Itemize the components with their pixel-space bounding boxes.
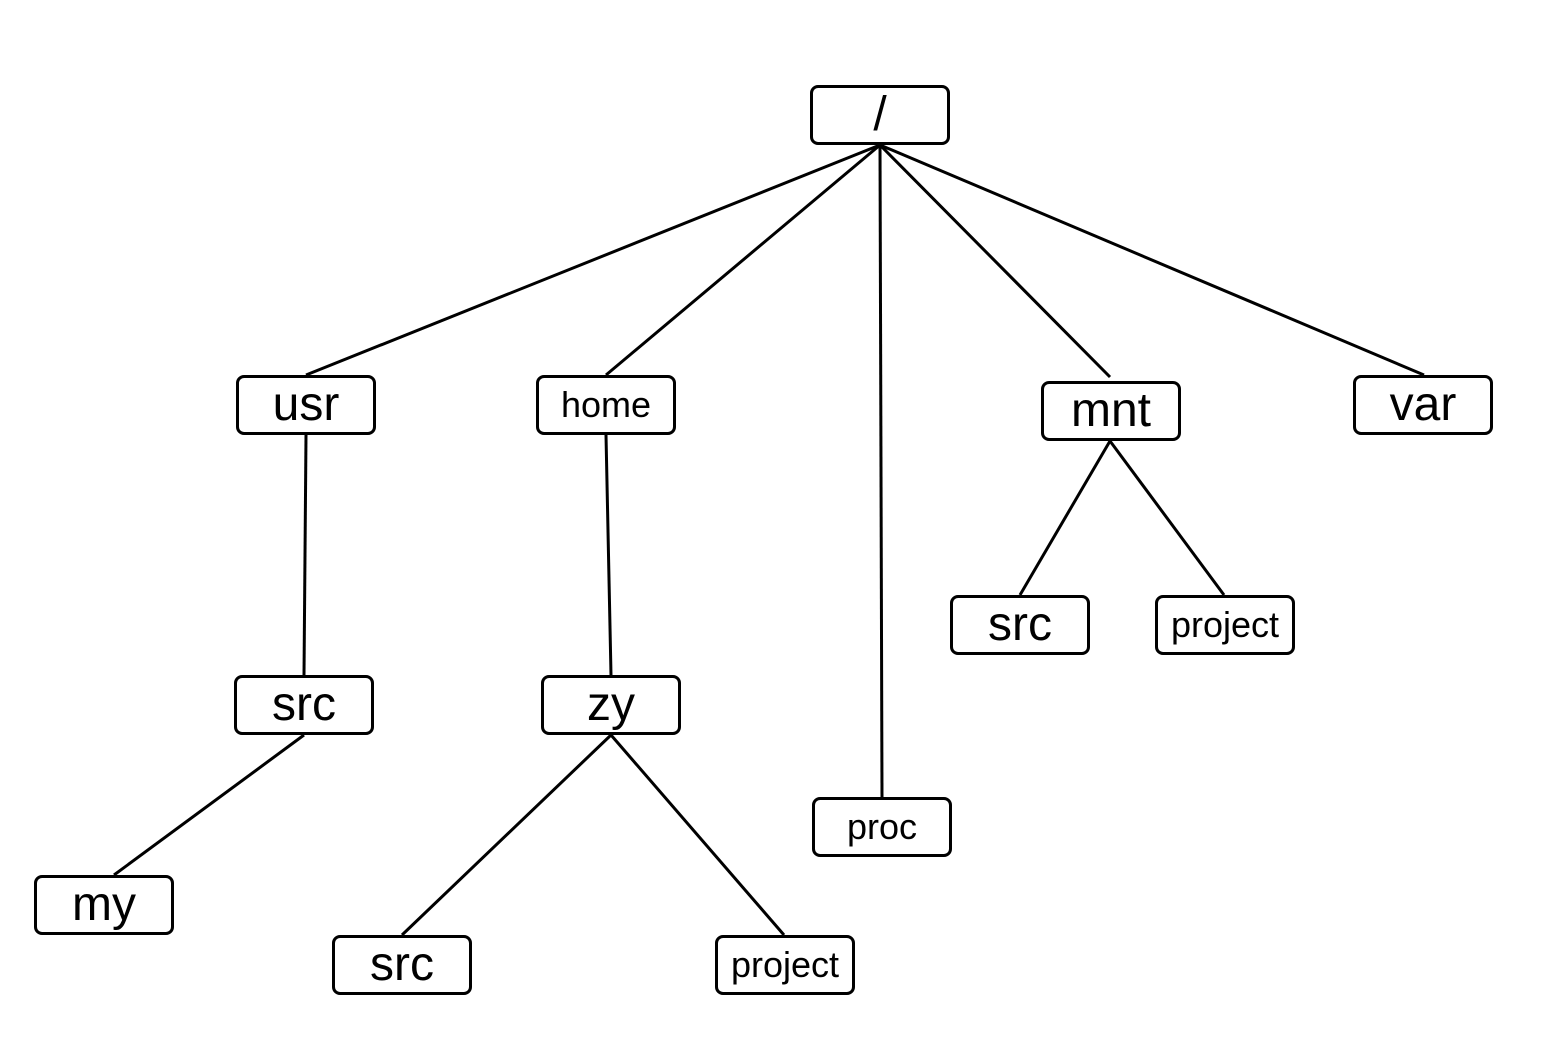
edge-mnt-src xyxy=(1018,440,1112,596)
node-usr: usr xyxy=(236,375,376,435)
node-root: / xyxy=(810,85,950,145)
edge-mnt-project xyxy=(1108,440,1226,596)
node-proc: proc xyxy=(812,797,952,857)
edge-root-mnt xyxy=(878,143,1112,379)
node-my: my xyxy=(34,875,174,935)
node-zy: zy xyxy=(541,675,681,735)
edge-zy-src xyxy=(400,733,613,937)
edge-root-usr xyxy=(305,143,881,377)
node-mnt-project: project xyxy=(1155,595,1295,655)
node-home: home xyxy=(536,375,676,435)
node-usr-src: src xyxy=(234,675,374,735)
node-zy-src: src xyxy=(332,935,472,995)
edge-root-home xyxy=(605,143,881,377)
edge-usr-src xyxy=(302,434,308,676)
edge-home-zy xyxy=(604,434,613,676)
node-mnt: mnt xyxy=(1041,381,1181,441)
edge-src-my xyxy=(113,733,305,877)
node-var: var xyxy=(1353,375,1493,435)
node-mnt-src: src xyxy=(950,595,1090,655)
node-zy-project: project xyxy=(715,935,855,995)
edge-root-proc xyxy=(878,144,884,798)
edge-root-var xyxy=(879,143,1425,377)
edge-zy-project xyxy=(609,734,786,936)
